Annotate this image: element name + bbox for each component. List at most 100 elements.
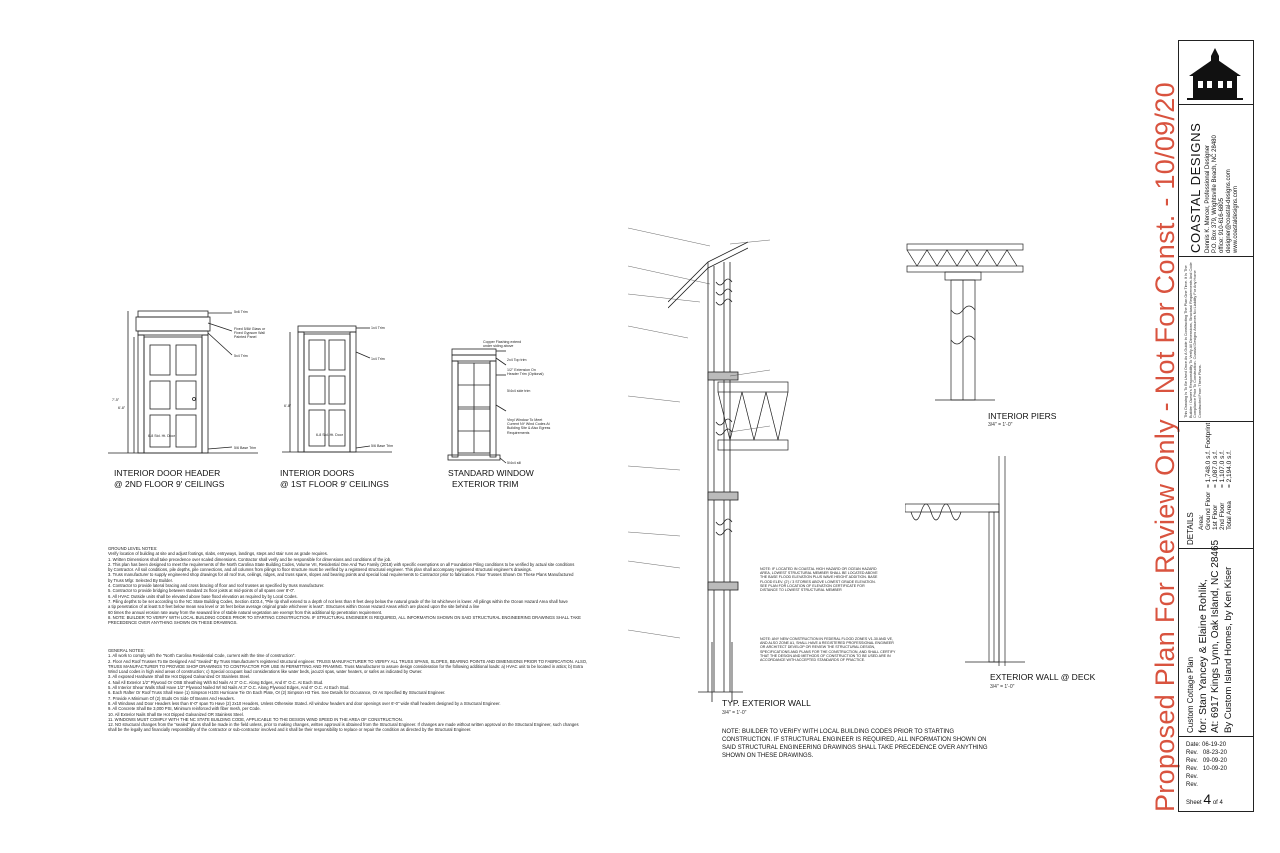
interior-doors-callout-1: 1x4 Trim [371,326,385,330]
door-header-callout-2: Fixed 5/8# Glass or Fixed Gypsum Wall Pa… [234,327,266,340]
area-ground-value: = 1,748.0 s.f. Footprint [1205,422,1212,488]
ground-note-line: by Truss Mfgr. Selected By Builder. [108,577,173,583]
door-header-callout-1: 5x6 Trim [234,310,248,314]
project-line-2: for: Stan Yancey & Elaine Rohlik, [1197,579,1209,733]
window-callout-4: 5/4x4 side trim [507,389,531,393]
interior-doors-callout-3: 5/6 Base Trim [371,444,394,448]
door-header-callout-4: 5/6 Base Trim [234,446,257,450]
general-note-line: 11. WINDOWS MUST COMPLY WITH THE NC STAT… [108,716,403,722]
exterior-wall-note-b: NOTE: ANY NEW CONSTRUCTION IN FEDERAL FL… [760,637,896,663]
interior-doors-door-label: 6-8 Std. Ht. Door [316,433,343,437]
rev-value: 09-09-20 [1202,758,1227,764]
general-note-line: 8. All Windows and Door Headers less tha… [108,700,501,706]
general-note-line: 4. Nail All Exterior 1/2" Plywood Or OSB… [108,679,324,685]
exterior-wall-section-drawing [668,241,748,702]
window-callout-6: 5/4x4 sill [507,461,521,465]
ground-note-line: 1. Written Dimensions shall take precede… [108,556,392,562]
rev-label: Rev. [1186,758,1198,764]
title-block [1178,40,1254,812]
general-note-line: shall be the legally and financially res… [108,727,472,733]
ground-level-notes: GROUND LEVEL NOTES: Verify location of b… [108,546,608,625]
area-total-value: = 2,194.0 s.f. [1226,450,1233,488]
sheet-number: 4 [1203,791,1212,807]
designer-line-5: www.coastaldesigns.com [1233,185,1239,253]
details-label: DETAILS [1186,512,1195,545]
review-watermark: Proposed Plan For Review Only - Not For … [1150,82,1180,812]
rev-value: 08-23-20 [1202,750,1227,756]
interior-piers-title: INTERIOR PIERS [988,411,1057,421]
project-line-1: Custom Cottage Plan [1186,656,1195,733]
designer-line-4: designer@coastal-designs.com [1226,169,1232,253]
general-note-line: 7. Provide A Minimum Of (2) Studs On Sid… [108,695,235,701]
interior-piers-scale: 3/4" = 1'-0" [988,422,1013,428]
ground-note-line: 8. NOTE: BUILDER TO VERIFY WITH LOCAL BU… [108,614,581,620]
rev-label: Rev. [1186,782,1198,788]
ground-note-line: 4. Contractor to provide lateral bracing… [108,583,325,589]
door-header-dim-1: 7'-5" [112,398,120,402]
exterior-wall-note-a: NOTE: IF LOCATED IN COASTAL HIGH HAZARD … [760,567,878,593]
ground-note-line: 60 times the annual erosion rate away fr… [108,609,383,615]
area-label: Area: [1198,514,1205,530]
interior-doors-title-1: INTERIOR DOORS [280,468,355,478]
date-value: 06-19-20 [1202,742,1227,748]
date-label: Date: [1186,742,1201,748]
interior-piers-drawing [906,243,1024,401]
area-ground-label: Ground Floor [1205,491,1212,530]
revision-list: Date: 06-19-20 Rev. 08-23-20 Rev. 09-09-… [1186,741,1227,789]
general-note-line: 6. Each Rafter Or Roof Truss Shall Have … [108,690,446,696]
rev-value: 10-09-20 [1202,766,1227,772]
exterior-wall-deck-scale: 3/4" = 1'-0" [990,684,1015,690]
window-trim-drawing [447,348,507,464]
window-callout-2: 2x4 Top trim [507,358,527,362]
builder-verify-note: NOTE: BUILDER TO VERIFY WITH LOCAL BUILD… [722,729,988,759]
designer-line-2: P.O. Box 379, Wrightsville Beach, NC 284… [1212,135,1218,253]
area-total-label: Total Area [1226,501,1233,530]
exterior-wall-title: TYP. EXTERIOR WALL [722,698,811,708]
door-header-title-1: INTERIOR DOOR HEADER [114,468,221,478]
general-note-line: 3. All exposed Hardware Shall Be Hot Dip… [108,674,251,680]
area-2nd-label: 2nd Floor [1219,502,1226,530]
designer-line-1: Dennis K. Mercer, Professional Designer [1205,144,1211,253]
exterior-wall-scale: 3/4" = 1'-0" [722,710,747,716]
sheet-of: of 4 [1212,800,1223,806]
floor-truss-section-drawing [717,381,789,451]
rev-label: Rev. [1186,750,1198,756]
company-name: COASTAL DESIGNS [1188,122,1203,253]
general-note-line: TRUSS MANUFACTURER TO PROVIDE SHOP DRAWI… [108,663,583,669]
general-note-line: 2. Floor And Roof Trusses To Be Designed… [108,658,588,664]
ground-note-line: 2. This plan has been designed to meet t… [108,561,575,567]
rev-label: Rev. [1186,766,1198,772]
ground-notes-title: GROUND LEVEL NOTES: [108,546,158,551]
door-header-dim-2: 6'-8" [118,406,126,410]
exterior-wall-deck-drawing [905,456,1025,666]
general-note-line: 12. NO structural changes from the "seal… [108,722,579,728]
ground-note-line: 3. Truss manufacturer to supply engineer… [108,572,574,578]
ground-note-line: by Contractor. All soil conditions, pile… [108,567,532,573]
area-2nd-value: = 1,107.0 s.f. [1219,450,1226,488]
church-logo-icon [1187,48,1243,100]
window-callout-1: Copper Flashing extend under siding abov… [483,340,522,349]
door-header-callout-3: 5x4 Trim [234,354,248,358]
ground-note-line: PRECEDENCE OVER ANYTHING SHOWN ON THESE … [108,620,238,626]
door-header-door-label: 6-8 Std. Ht. Door [148,434,175,438]
general-notes: GENERAL NOTES: 1. All work to comply wit… [108,648,608,733]
interior-doors-callout-2: 1x4 Trim [371,357,385,361]
exterior-wall-deck-title: EXTERIOR WALL @ DECK [990,672,1096,682]
ground-note-line: Verify location of building at site and … [108,551,328,557]
interior-doors-drawing [282,325,392,453]
general-note-line: 10. All Exterior Nails Shall Be Hot Dipp… [108,711,244,717]
designer-line-3: office: 910-616-6805 [1219,198,1225,253]
window-callout-5: Vinyl Window To Meet Current NY Wind Cod… [507,418,551,435]
general-note-line: 1. All work to comply with the "North Ca… [108,653,296,659]
interior-doors-title-2: @ 1ST FLOOR 9' CEILINGS [280,479,389,489]
area-1st-value: = 1,087.0 s.f. [1212,450,1219,488]
door-header-title-2: @ 2ND FLOOR 9' CEILINGS [114,479,225,489]
disclaimer-text: This Drawing Is To Be Used Once As A Gui… [1184,262,1202,418]
general-note-line: 5. All Interior Shear Walls Shall Have 1… [108,685,350,691]
area-1st-label: 1st Floor [1212,504,1219,530]
general-note-line: 9. All Concrete Shall Be 3,000 PSI, Mini… [108,706,261,712]
general-notes-title: GENERAL NOTES: [108,648,145,653]
project-line-3: At: 6917 Kings Lynn, Oak Island, NC 2846… [1210,539,1221,733]
project-line-4: By Custom Island Homes, by Ken Kiser [1223,566,1234,733]
ground-note-line: 7. Piling depths to be set according to … [108,598,568,604]
